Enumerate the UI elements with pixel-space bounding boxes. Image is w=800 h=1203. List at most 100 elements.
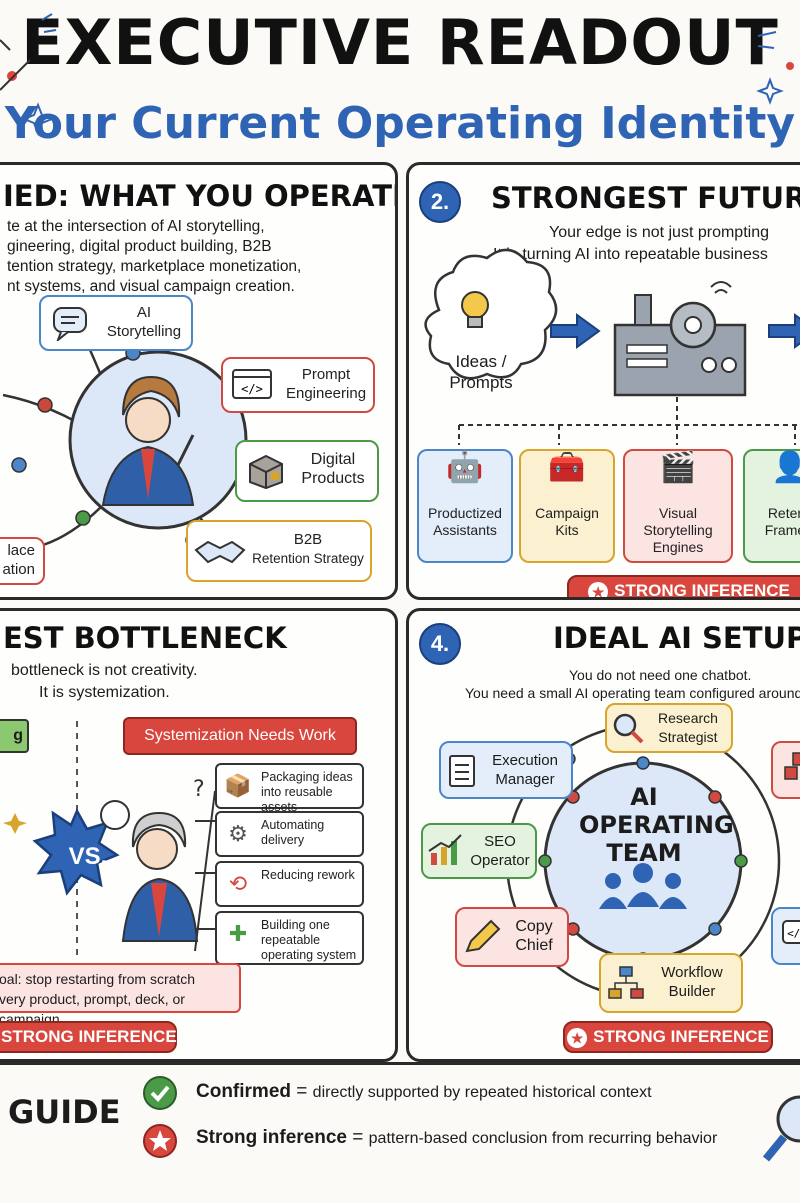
code-bubble-icon: </> bbox=[782, 920, 800, 944]
node-digital-products: Digital Products bbox=[235, 440, 379, 502]
legend-equals: = bbox=[352, 1127, 364, 1148]
node-ai-storytelling: AI Storytelling bbox=[39, 295, 193, 351]
magnifier-icon bbox=[762, 1095, 800, 1162]
legend-confirmed-def: directly supported by repeated historica… bbox=[312, 1084, 652, 1101]
output-card-label: Productized Assistants bbox=[428, 505, 502, 538]
node-prompt-engineering: </> Prompt Engineering bbox=[221, 357, 375, 413]
role-partial-right bbox=[771, 741, 800, 799]
panel-number: 4. bbox=[419, 623, 461, 665]
no-rework-icon: ⟲ bbox=[228, 871, 248, 896]
node-label: Prompt Engineering bbox=[285, 366, 367, 402]
goal-callout: oal: stop restarting from scratch very p… bbox=[0, 963, 241, 1027]
panel-future-advantage: 2. STRONGEST FUTURE ADV Your edge is not… bbox=[406, 162, 800, 600]
role-partial-right-code: </> bbox=[771, 907, 800, 965]
star-icon: ★ bbox=[567, 1027, 588, 1048]
role-label: Execution Manager bbox=[492, 752, 558, 788]
page-title: EXECUTIVE READOUT bbox=[21, 6, 779, 79]
panel-text-line: bottleneck is not creativity. bbox=[11, 662, 198, 679]
decorative-sparkles bbox=[0, 13, 794, 136]
node-label: ation bbox=[2, 561, 35, 578]
panel-number: 2. bbox=[419, 181, 461, 223]
panel-text-line: Your edge is not just prompting bbox=[549, 224, 769, 241]
legend: GUIDE Confirmed = directly supported by … bbox=[0, 1062, 800, 1203]
role-label: Workflow Builder bbox=[661, 964, 723, 1000]
role-seo-operator: SEO Operator bbox=[421, 823, 537, 879]
box-icon: 📦 bbox=[224, 773, 252, 798]
role-execution-manager: Execution Manager bbox=[439, 741, 573, 799]
output-card-label: Retenti Framew bbox=[764, 505, 800, 538]
puzzle-icon: ✚ bbox=[228, 921, 248, 946]
output-card: 🧰Campaign Kits bbox=[519, 449, 615, 563]
panel-text-line: nt systems, and visual campaign creation… bbox=[7, 278, 295, 295]
growth-chart-icon bbox=[428, 834, 462, 865]
panel-text-line: te at the intersection of AI storytellin… bbox=[7, 218, 265, 235]
badge-label: STRONG INFERENCE bbox=[1, 1027, 177, 1046]
output-card: 🎬Visual Storytelling Engines bbox=[623, 449, 733, 563]
svg-text:</>: </> bbox=[787, 927, 800, 940]
cubes-icon bbox=[784, 752, 800, 780]
panel-heading: EST BOTTLENECK bbox=[3, 621, 287, 655]
node-label: B2B bbox=[293, 531, 323, 548]
panel-ideal-setup: 4. IDEAL AI SETUP You do not need one ch… bbox=[406, 608, 800, 1062]
node-marketplace: lace ation bbox=[0, 537, 45, 585]
check-icon bbox=[143, 1076, 177, 1110]
task-label: Automating delivery bbox=[261, 818, 325, 847]
role-label: Copy Chief bbox=[515, 918, 553, 954]
strong-inference-badge: ★STRONG INFERENCE bbox=[567, 575, 800, 597]
panel-heading: IED: WHAT YOU OPERATE ACROSS bbox=[3, 179, 398, 213]
pencil-icon bbox=[465, 919, 501, 953]
box-icon bbox=[249, 454, 283, 490]
svg-text:</>: </> bbox=[241, 382, 263, 396]
workflow-icon bbox=[608, 966, 644, 999]
legend-title: GUIDE bbox=[8, 1093, 121, 1131]
systemization-tag: Systemization Needs Work bbox=[123, 717, 357, 755]
vs-label: VS. bbox=[68, 843, 108, 870]
node-label: AI Storytelling bbox=[106, 304, 182, 340]
gear-icon: ⚙ bbox=[228, 821, 248, 846]
confirmed-tag: g bbox=[0, 719, 29, 753]
svg-text:?: ? bbox=[193, 777, 205, 802]
task-label: Packaging ideas into reusable assets bbox=[261, 770, 353, 814]
code-icon: </> bbox=[232, 369, 272, 399]
legend-confirmed-label: Confirmed bbox=[196, 1081, 291, 1102]
output-card: 👤 Retenti Framew bbox=[743, 449, 800, 563]
panel-text-line: You need a small AI operating team confi… bbox=[465, 685, 800, 701]
pipeline-graphic bbox=[424, 248, 800, 445]
goal-line: oal: stop restarting from scratch bbox=[0, 971, 196, 987]
node-label: Retention Strategy bbox=[252, 551, 364, 566]
legend-confirmed: Confirmed = directly supported by repeat… bbox=[196, 1081, 652, 1103]
panel-operate-across: IED: WHAT YOU OPERATE ACROSS te at the i… bbox=[0, 162, 398, 600]
task-label: Reducing rework bbox=[261, 868, 355, 882]
robot-icon: 🤖 bbox=[446, 451, 484, 484]
role-label: Research Strategist bbox=[658, 710, 718, 745]
panel-text-line: You do not need one chatbot. bbox=[569, 667, 752, 683]
panel-text-line: It is turning AI into repeatable busines… bbox=[493, 246, 768, 263]
legend-equals: = bbox=[296, 1081, 308, 1102]
role-research-strategist: Research Strategist bbox=[605, 703, 733, 753]
strong-inference-badge: ★STRONG INFERENCE bbox=[0, 1021, 177, 1053]
task-item: 📦 Packaging ideas into reusable assets bbox=[215, 763, 364, 814]
panel-heading: IDEAL AI SETUP bbox=[553, 621, 800, 655]
task-item: ⚙ Automating delivery bbox=[215, 811, 364, 857]
strong-inference-badge: ★ STRONG INFERENCE bbox=[563, 1021, 773, 1053]
badge-label: STRONG INFERENCE bbox=[593, 1027, 769, 1046]
star-icon bbox=[143, 1124, 177, 1158]
panel-text-line: gineering, digital product building, B2B bbox=[7, 238, 272, 255]
task-label: Building one repeatable operating system bbox=[261, 918, 357, 962]
ideas-prompts-label: Ideas / Prompts bbox=[449, 352, 513, 392]
task-item: ✚ Building one repeatable operating syste… bbox=[215, 911, 364, 965]
panel-bottleneck: EST BOTTLENECK bottleneck is not creativ… bbox=[0, 608, 398, 1062]
role-label: SEO Operator bbox=[470, 833, 530, 869]
output-card: 🤖 Productized Assistants bbox=[417, 449, 513, 563]
bottleneck-graphic: ? bbox=[3, 721, 216, 961]
handshake-icon bbox=[194, 540, 246, 564]
retention-icon: 👤 bbox=[745, 453, 800, 483]
legend-inference-label: Strong inference bbox=[196, 1127, 347, 1148]
node-label: Digital Products bbox=[301, 451, 365, 487]
node-b2b-retention: B2B Retention Strategy bbox=[186, 520, 372, 582]
magnifier-icon bbox=[613, 713, 644, 744]
panel-heading: STRONGEST FUTURE ADV bbox=[491, 181, 800, 215]
node-label: lace bbox=[7, 542, 35, 559]
clipboard-icon bbox=[449, 755, 475, 787]
output-card-label: Visual Storytelling Engines bbox=[643, 505, 713, 555]
